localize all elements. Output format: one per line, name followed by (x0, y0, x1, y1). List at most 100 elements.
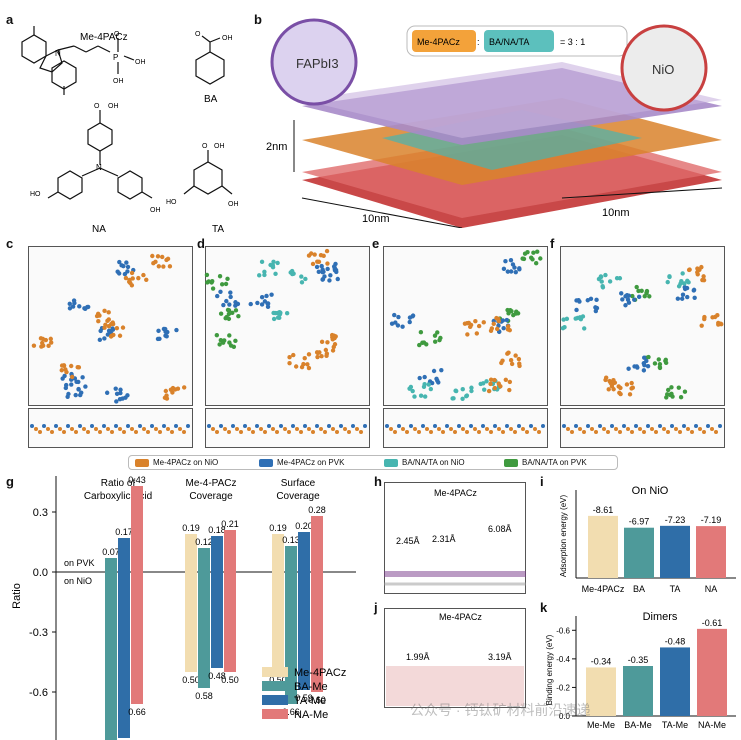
snapshot-particle (679, 296, 685, 301)
snapshot-side-particle (686, 427, 690, 431)
bar-label: 0.48 (208, 671, 226, 681)
snapshot-side-particle (54, 424, 58, 428)
snapshot-particle (264, 293, 269, 299)
snapshot-particle (630, 293, 635, 299)
panel-label-i: i (540, 474, 544, 489)
snapshot-side-particle (590, 427, 594, 431)
snapshot-side-particle (574, 424, 578, 428)
snapshot-side-particle (586, 424, 590, 428)
panel-h-overlay: Me-4PACz 2.45Å 2.31Å 6.08Å (384, 488, 526, 586)
snapshot-particle (150, 253, 155, 259)
snapshot-particle (618, 385, 623, 391)
snapshot-side-particle (670, 424, 674, 428)
snapshot-particle (293, 364, 299, 369)
snapshot-side-particle (118, 427, 122, 431)
snapshot-particle (620, 297, 625, 302)
footer-watermark: 公众号 · 钙钛矿材料前沿速递 (410, 702, 591, 718)
snapshot-particle (580, 314, 586, 319)
snapshot-side-particle (698, 427, 702, 431)
snapshot-particle (453, 388, 458, 393)
snapshot-side-particle (162, 424, 166, 428)
snapshot-side-particle (582, 430, 586, 434)
snapshot-particle (69, 382, 74, 387)
legend-item-bnt-nio: BA/NA/TA on NiO (384, 458, 465, 467)
snapshot-particle (262, 269, 267, 274)
snapshot-side-particle (521, 427, 525, 431)
snapshot-particle (509, 269, 514, 274)
snapshot-particle (632, 297, 637, 302)
snapshot-particle (464, 394, 469, 399)
bar-label: 0.50 (221, 675, 239, 685)
legend-series-label: BA-Me (294, 681, 328, 693)
snapshot-particle (460, 396, 465, 401)
snapshot-particle (482, 387, 487, 392)
snapshot-side-particle (694, 424, 698, 428)
snapshot-particle (642, 355, 647, 360)
snapshot-particle (291, 352, 296, 358)
snapshot-particle (228, 343, 234, 348)
snapshot-particle (396, 314, 401, 320)
snapshot-particle (76, 387, 81, 392)
snapshot-particle (619, 291, 624, 296)
ta-oh-atom: OH (214, 143, 225, 150)
bar-label: 0.12 (195, 537, 213, 547)
snapshot-side-particle (239, 430, 243, 434)
snapshot-particle (508, 258, 514, 263)
group-title: Coverage (276, 491, 320, 502)
snapshot-particle (319, 263, 324, 269)
snapshot-side-particle (207, 424, 211, 428)
snapshot-side-particle (634, 424, 638, 428)
snapshot-particle (611, 377, 616, 383)
snapshot-particle (168, 387, 174, 392)
snapshot-side-particle (650, 427, 654, 431)
snapshot-particle (321, 253, 326, 259)
snapshot-particle (573, 316, 578, 321)
snapshot-particle (230, 310, 235, 315)
snapshot-particle (626, 300, 632, 305)
bar-label: 0.59 (295, 693, 313, 703)
snapshot-particle (78, 392, 83, 398)
snapshot-particle (639, 288, 644, 294)
ba-oh-atom: OH (222, 35, 233, 42)
snapshot-particle (284, 310, 290, 316)
me4pacz-oh2-atom: OH (113, 78, 124, 85)
snapshot-side-particle (154, 427, 158, 431)
ratio-right-label: BA/NA/TA (489, 37, 529, 47)
legend-swatch (262, 709, 288, 719)
snapshot-particle (676, 385, 682, 390)
snapshot-particle (116, 271, 122, 276)
snapshot-particle (233, 308, 239, 313)
snapshot-particle (716, 322, 721, 327)
snapshot-particle (691, 288, 696, 293)
snapshot-particle (420, 340, 425, 345)
snapshot-particle (603, 375, 609, 380)
dim-depth: 10nm (602, 207, 630, 219)
snapshot-particle (233, 300, 238, 305)
snapshot-particle (407, 319, 412, 325)
snapshot-side-particle (291, 424, 295, 428)
snapshot-particle (417, 375, 422, 381)
snapshot-particle (48, 336, 53, 342)
snapshot-particle (426, 382, 432, 387)
snapshot-particle (418, 393, 424, 398)
legend-swatch (135, 458, 149, 467)
bar-negative (198, 572, 210, 688)
snapshot-particle (624, 293, 630, 298)
snapshot-particle (507, 387, 512, 393)
snapshot-particle (522, 251, 528, 256)
snapshot-particle (513, 269, 518, 275)
snapshot-particle (67, 306, 73, 311)
snapshot-particle (277, 315, 282, 321)
snapshot-particle (489, 326, 495, 331)
snapshot-particle (656, 357, 661, 362)
ratio-value: = 3 : 1 (560, 37, 585, 47)
snapshot-particle (72, 300, 77, 306)
snapshot-side-particle (66, 424, 70, 428)
bar-positive (298, 532, 310, 572)
snapshot-side-particle (537, 430, 541, 434)
panel-label-g: g (6, 474, 14, 489)
snapshot-particle (271, 259, 276, 264)
snapshot-particle (422, 394, 428, 399)
snapshot-particle (163, 326, 168, 332)
snapshot-particle (504, 317, 510, 323)
